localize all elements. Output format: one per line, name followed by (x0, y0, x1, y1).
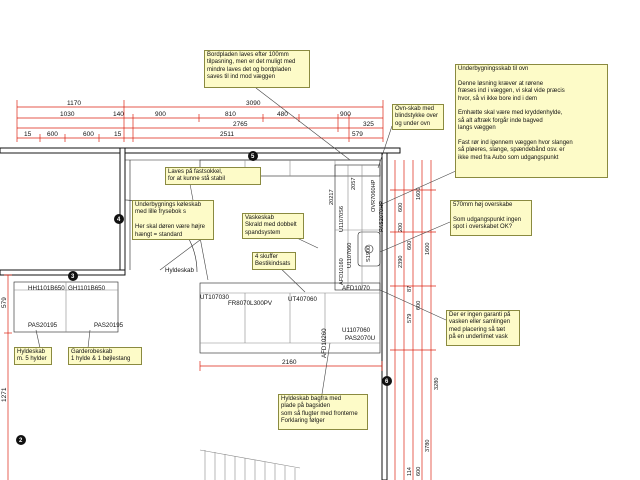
dim-r-579: 579 (407, 314, 413, 323)
code-col-g: 20217 (329, 189, 335, 205)
dim-579-left: 579 (1, 297, 8, 308)
bottom-dimension (199, 361, 383, 371)
right-cabinet-column (334, 164, 381, 291)
dim-r-2390: 2390 (398, 256, 404, 268)
wardrobe-units (13, 281, 119, 333)
note-hyldeskab-bag: Hyldeskab bagfra med plade på bagsiden s… (278, 394, 368, 430)
dim-2765: 2765 (233, 121, 248, 128)
code-ul1: U1107060 (342, 327, 371, 334)
note-garanti: Der er ingen garanti på vasken eller sam… (446, 310, 520, 346)
note-bordplade: Bordpladen laves efter 100mm tilpasning,… (204, 50, 310, 88)
code-gh1: GH1101B650 (68, 285, 106, 292)
dim-r-114a: 114 (407, 467, 413, 476)
dim-140: 140 (113, 111, 124, 118)
dim-579-top: 579 (352, 131, 363, 138)
note-underbyg-koele: Underbygnings køleskab med lille frysebo… (132, 200, 214, 240)
left-dimension (4, 274, 12, 480)
code-col-f: S1900 (366, 246, 372, 262)
dim-r-600a: 600 (398, 203, 404, 212)
code-col-d: PAS2070HP (379, 201, 385, 232)
dim-15b: 15 (114, 131, 122, 138)
dim-900b: 900 (340, 111, 351, 118)
code-hh1: HH1101B650 (28, 285, 65, 292)
code-col-e: OVR7060HP (371, 179, 377, 212)
counter-island (199, 282, 381, 354)
marker-3: 3 (68, 271, 78, 281)
dim-r-3780: 3780 (425, 440, 431, 452)
marker-5: 5 (248, 151, 258, 161)
marker-2: 2 (16, 435, 26, 445)
svg-text:2: 2 (19, 438, 23, 444)
note-vaskeskab: Vaskeskab Skrald med dobbelt spandsystem (242, 213, 304, 239)
code-afd-h: AFD10/70 (342, 285, 370, 292)
svg-text:4: 4 (117, 217, 121, 223)
dim-900a: 900 (155, 111, 166, 118)
note-underbyg-ovn: Underbygningsskab til ovn Denne løsning … (455, 64, 608, 178)
marker-4: 4 (114, 214, 124, 224)
code-ut2: UT407060 (288, 296, 317, 303)
note-ovn: Ovn-skab med blindstykke over og under o… (392, 104, 444, 130)
dim-r-1600: 1600 (416, 188, 422, 200)
dim-1271-left: 1271 (1, 387, 8, 402)
dim-3090: 3090 (246, 100, 261, 107)
dim-600b: 600 (83, 131, 94, 138)
top-dimension-lines (16, 100, 384, 142)
dim-600a: 600 (47, 131, 58, 138)
note-garderobe: Garderobeskab 1 hylde & 1 bøjlestang (68, 347, 142, 365)
dim-r-87: 87 (407, 286, 413, 292)
dim-480: 480 (277, 111, 288, 118)
code-col-c: AFD10160 (339, 258, 345, 285)
dim-r-600d: 600 (416, 467, 422, 476)
dim-1030: 1030 (60, 111, 75, 118)
right-dimensions (390, 160, 436, 480)
note-skuffer: 4 skuffer Bestikindsats (252, 252, 296, 270)
code-col-a: U11070S6 (339, 206, 345, 232)
room-label-hyldeskab: Hyldeskab (165, 267, 194, 274)
code-pas-left1: PAS20195 (28, 322, 58, 329)
note-hoej: 570mm høj overskabe Som udgangspunkt ing… (450, 200, 532, 236)
stairs (199, 449, 301, 480)
svg-text:3: 3 (71, 274, 75, 280)
code-pas2: PAS2070U (345, 335, 375, 342)
svg-text:6: 6 (385, 379, 389, 385)
dim-r-600c: 600 (416, 301, 422, 310)
note-laves: Laves på fastsokkel, for at kunne stå st… (165, 167, 261, 185)
marker-6: 6 (382, 376, 392, 386)
dim-1170: 1170 (67, 100, 81, 107)
dim-810: 810 (225, 111, 236, 118)
leader-lines (35, 87, 459, 395)
dim-2511: 2511 (220, 131, 234, 138)
svg-text:5: 5 (251, 154, 255, 160)
dim-325: 325 (363, 121, 374, 128)
code-col-b: U1107060 (347, 243, 353, 268)
code-afd-v: AFD10260 (321, 328, 328, 358)
dim-r-3280: 3280 (434, 378, 440, 390)
code-fr: FR8070L300PV (228, 300, 273, 307)
dim-r-200: 200 (398, 223, 404, 232)
code-col-h: 2057 (351, 178, 357, 190)
dim-15a: 15 (24, 131, 32, 138)
note-hyldeskab-left: Hyldeskab m. 5 hylder (14, 347, 52, 365)
dim-2160: 2160 (282, 359, 297, 366)
dim-r-1600b: 1600 (425, 243, 431, 255)
code-pas-left2: PAS20195 (94, 322, 124, 329)
dim-r-600b: 600 (407, 241, 413, 250)
code-ut1: UT107030 (200, 294, 229, 301)
